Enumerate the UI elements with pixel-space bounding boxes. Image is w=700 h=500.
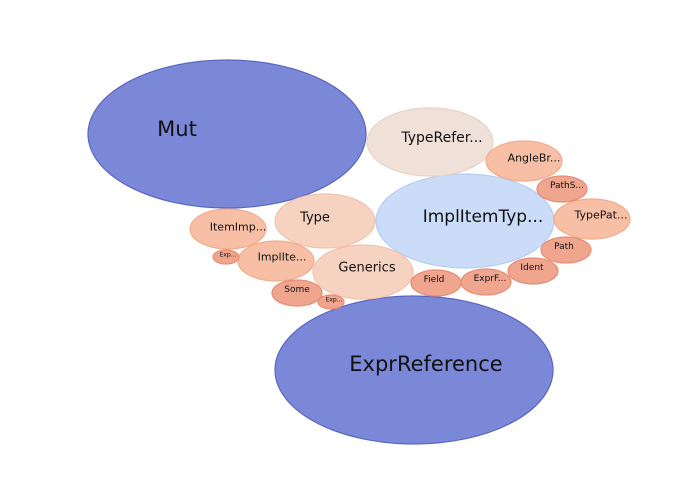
bubble-label: Exp... bbox=[220, 252, 237, 259]
bubble-generics: Generics bbox=[312, 244, 414, 300]
bubble-label: AngleBr... bbox=[508, 152, 561, 165]
bubble-mark bbox=[553, 198, 631, 240]
bubble-exp: Exp... bbox=[317, 294, 345, 310]
bubble-label: ItemImp... bbox=[210, 221, 266, 234]
bubble-ident: Ident bbox=[507, 257, 559, 285]
bubble-mark bbox=[212, 249, 240, 265]
bubble-label: Some bbox=[284, 285, 310, 295]
bubble-itemimp: ItemImp... bbox=[189, 208, 267, 250]
bubble-label: TypePat... bbox=[574, 209, 628, 222]
bubble-mark bbox=[274, 193, 376, 249]
bubble-mark bbox=[540, 236, 592, 264]
bubble-mut: Mut bbox=[87, 59, 367, 209]
bubble-label: Type bbox=[299, 211, 330, 226]
bubble-label: ImplIte... bbox=[258, 251, 307, 264]
bubble-mark bbox=[237, 240, 315, 282]
bubble-mark bbox=[485, 140, 563, 182]
bubble-mark bbox=[271, 279, 323, 307]
bubble-typerefer: TypeRefer... bbox=[366, 107, 494, 177]
bubble-path: Path bbox=[540, 236, 592, 264]
bubble-label: ExprReference bbox=[349, 352, 502, 376]
bubble-label: Path bbox=[554, 242, 574, 252]
bubble-label: Exp... bbox=[326, 297, 343, 304]
bubble-label: Field bbox=[424, 275, 445, 285]
bubble-anglebr: AngleBr... bbox=[485, 140, 563, 182]
bubble-mark bbox=[410, 269, 462, 297]
bubble-exprf: ExprF... bbox=[460, 268, 512, 296]
bubble-label: Mut bbox=[157, 117, 197, 141]
bubble-exprreference: ExprReference bbox=[274, 295, 554, 445]
bubble-some: Some bbox=[271, 279, 323, 307]
bubble-label: ImplItemTyp... bbox=[423, 207, 544, 227]
bubble-label: Ident bbox=[520, 263, 544, 273]
bubble-paths: PathS... bbox=[536, 175, 588, 203]
bubble-mark bbox=[507, 257, 559, 285]
bubble-type: Type bbox=[274, 193, 376, 249]
bubble-mark bbox=[274, 295, 554, 445]
bubble-field: Field bbox=[410, 269, 462, 297]
bubble-mark bbox=[312, 244, 414, 300]
bubble-exp: Exp... bbox=[212, 249, 240, 265]
bubble-label: Generics bbox=[338, 261, 395, 276]
bubble-label: TypeRefer... bbox=[400, 130, 482, 146]
bubble-typepat: TypePat... bbox=[553, 198, 631, 240]
bubble-mark bbox=[189, 208, 267, 250]
bubble-label: ExprF... bbox=[474, 274, 507, 284]
bubble-implitemtyp: ImplItemTyp... bbox=[375, 173, 555, 269]
bubble-label: PathS... bbox=[550, 181, 584, 191]
bubble-mark bbox=[87, 59, 367, 209]
bubble-mark bbox=[317, 294, 345, 310]
bubble-implite: ImplIte... bbox=[237, 240, 315, 282]
bubble-mark bbox=[366, 107, 494, 177]
bubble-mark bbox=[536, 175, 588, 203]
